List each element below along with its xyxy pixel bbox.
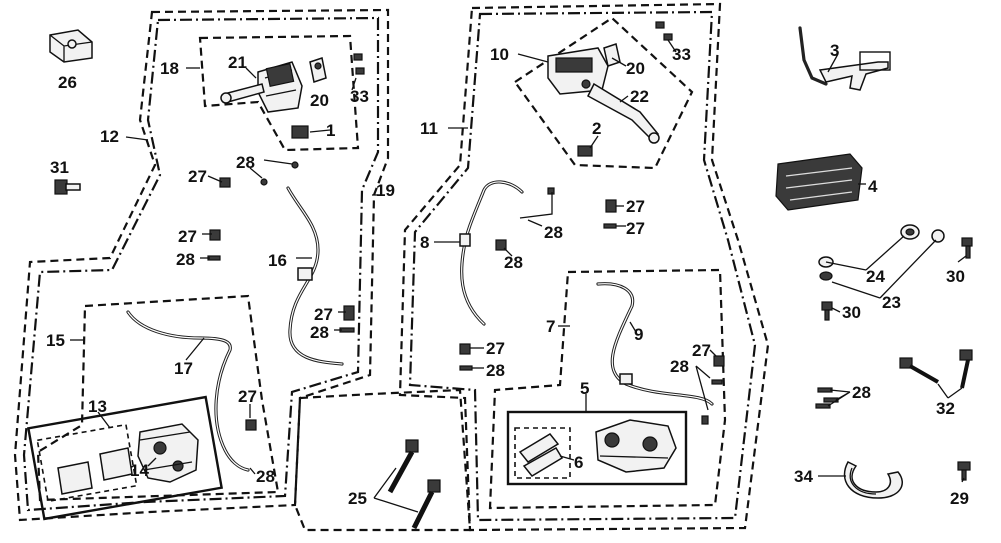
brake-hose-icon (126, 310, 250, 472)
callout-28-h: 28 (670, 357, 689, 376)
callout-5: 5 (580, 379, 589, 398)
outline-18 (198, 34, 360, 152)
outline-25 (293, 388, 472, 532)
caliper-icon (595, 419, 677, 473)
bolt-icon (309, 57, 327, 83)
callout-3: 3 (830, 41, 839, 60)
callout-27-d: 27 (238, 387, 257, 406)
outline-15 (36, 294, 280, 502)
clip-ring-icon (843, 461, 903, 499)
brake-pad-icon (57, 447, 133, 495)
callout-7: 7 (546, 317, 555, 336)
callout-10: 10 (490, 45, 509, 64)
box-13 (26, 395, 224, 521)
brake-hose-icon (286, 186, 344, 366)
callout-18: 18 (160, 59, 179, 78)
bolt-icon (821, 229, 973, 321)
callout-22: 22 (630, 87, 649, 106)
callout-30-top: 30 (946, 267, 965, 286)
callout-11: 11 (420, 119, 438, 138)
callout-14: 14 (130, 461, 149, 480)
callout-1: 1 (326, 121, 335, 140)
callout-33-right: 33 (672, 45, 691, 64)
bolt-icon (387, 439, 441, 530)
master-cylinder-icon (547, 47, 609, 95)
box-6 (514, 427, 571, 479)
callout-27-g: 27 (486, 339, 505, 358)
callout-31: 31 (50, 158, 69, 177)
callout-24: 24 (866, 267, 885, 286)
callout-21: 21 (228, 53, 247, 72)
brake-lever-icon (220, 83, 265, 104)
outline-12 (13, 8, 390, 522)
callout-28-g: 28 (486, 361, 505, 380)
brake-pad-icon (518, 433, 564, 477)
outline-11-inner (408, 10, 757, 522)
caliper-icon (137, 423, 199, 483)
callout-12: 12 (100, 127, 119, 146)
callout-25: 25 (348, 489, 367, 508)
outline-7 (488, 268, 727, 510)
callout-17: 17 (174, 359, 193, 378)
callout-28-b: 28 (176, 250, 195, 269)
callout-9: 9 (634, 325, 643, 344)
callout-20-left: 20 (310, 91, 329, 110)
callout-28-f: 27 (626, 219, 645, 238)
callout-28-c: 28 (310, 323, 329, 342)
bolt-icon (957, 461, 971, 481)
brake-lever-icon (587, 82, 660, 144)
callout-16: 16 (268, 251, 287, 270)
callout-34: 34 (794, 467, 813, 486)
outline-11 (398, 2, 770, 532)
callout-27-f: 28 (504, 253, 523, 272)
box-14 (36, 423, 138, 503)
callout-27-h: 27 (692, 341, 711, 360)
box-5 (506, 410, 688, 486)
bolt-icon (459, 187, 725, 425)
callout-28-a: 28 (236, 153, 255, 172)
leader-lines (70, 39, 967, 513)
callout-19: 19 (376, 181, 395, 200)
callout-23: 23 (882, 293, 901, 312)
callout-27-a: 27 (188, 167, 207, 186)
bracket-icon (291, 125, 309, 139)
brake-hose-icon (596, 282, 714, 406)
callout-20-right: 20 (626, 59, 645, 78)
callout-27-b: 27 (178, 227, 197, 246)
callout-28-e: 28 (544, 223, 563, 242)
callout-2: 2 (592, 119, 601, 138)
callout-32: 32 (936, 399, 955, 418)
relay-module-icon (775, 153, 863, 211)
callout-28-i: 28 (852, 383, 871, 402)
callout-27-c: 27 (314, 305, 333, 324)
bolt-icon (899, 349, 973, 389)
bolt-icon (353, 53, 365, 75)
washer-icon (818, 224, 920, 281)
bracket-icon (798, 26, 891, 91)
callout-33-left: 33 (350, 87, 369, 106)
brake-hose-icon (459, 180, 524, 326)
callout-labels: 26 12 31 18 21 20 33 1 27 28 19 27 28 16… (46, 41, 969, 508)
clamp-icon (49, 29, 93, 63)
master-cylinder-icon (257, 61, 303, 113)
callout-28-d: 28 (256, 467, 275, 486)
callout-30-bottom: 30 (842, 303, 861, 322)
callout-13: 13 (88, 397, 107, 416)
callout-6: 6 (574, 453, 583, 472)
callout-29: 29 (950, 489, 969, 508)
callout-8: 8 (420, 233, 429, 252)
group-outlines (13, 2, 770, 532)
callout-27-e: 27 (626, 197, 645, 216)
callout-4: 4 (868, 177, 878, 196)
outline-10 (513, 16, 694, 170)
callout-26: 26 (58, 73, 77, 92)
bolt-icon (54, 179, 81, 195)
callout-15: 15 (46, 331, 65, 350)
bolt-icon (207, 161, 355, 431)
